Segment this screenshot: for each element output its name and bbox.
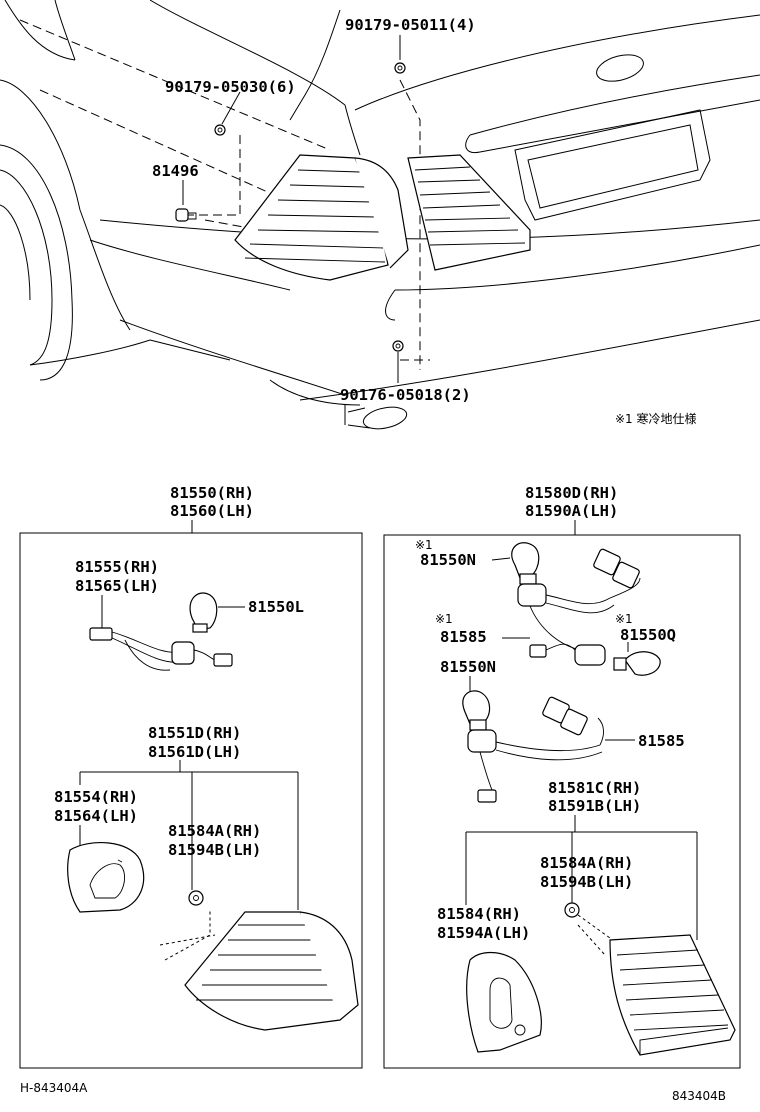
label-rgasket-lh: 81594A(LH) — [437, 924, 530, 942]
label-lens-lh: 81561D(LH) — [148, 743, 241, 761]
socket-wire-right-top — [517, 548, 641, 666]
dash-right-lens — [577, 914, 611, 956]
socket-wire-left — [89, 627, 233, 671]
label-wire1: 81585 — [440, 628, 487, 646]
tail-lamp-trunk — [407, 154, 531, 271]
tail-lens-left — [184, 911, 359, 1031]
label-right-assy-rh: 81580D(RH) — [525, 484, 618, 502]
mark-1a: ※1 — [415, 538, 433, 552]
tail-lamp-body-left — [234, 154, 409, 281]
bulb-81550n-bottom — [462, 690, 491, 731]
label-p3: 81496 — [152, 162, 199, 180]
label-rlens-rh: 81581C(RH) — [548, 779, 641, 797]
bulb-81550n-top — [511, 542, 540, 585]
tail-lens-right — [609, 934, 736, 1056]
label-right-assy-lh: 81590A(LH) — [525, 502, 618, 520]
label-gasket-rh: 81554(RH) — [54, 788, 138, 806]
label-lens-rh: 81551D(RH) — [148, 724, 241, 742]
leader-p2 — [221, 91, 241, 125]
nut-right — [564, 902, 580, 918]
dash-left-lens — [159, 910, 216, 961]
diagram-code-right: 843404B — [672, 1089, 726, 1103]
mark-1c: ※1 — [615, 612, 633, 626]
note-cold-area: ※1 寒冷地仕様 — [615, 411, 697, 426]
mark-1b: ※1 — [435, 612, 453, 626]
bulb-81550l — [189, 592, 218, 633]
left-assembly-box — [19, 532, 363, 1069]
label-rgasket-rh: 81584(RH) — [437, 905, 521, 923]
label-gasket-lh: 81564(LH) — [54, 807, 138, 825]
label-p2: 90179-05030(6) — [165, 78, 296, 96]
fastener-nut-3 — [392, 340, 404, 352]
leader-bulb-n1 — [491, 557, 511, 561]
socket-wire-right-bottom — [467, 696, 604, 803]
diagram-code-left: H-843404A — [20, 1081, 88, 1095]
right-assembly-box — [383, 534, 741, 1069]
label-wire2: 81585 — [638, 732, 685, 750]
car-body-outline — [0, 0, 760, 430]
bulb-81550q — [613, 651, 661, 676]
label-socket-rh: 81555(RH) — [75, 558, 159, 576]
gasket-right — [466, 951, 542, 1053]
label-p4: 90176-05018(2) — [340, 386, 471, 404]
gasket-left — [67, 841, 145, 913]
clip-81496 — [175, 208, 197, 222]
leader-rlens-bracket — [465, 815, 698, 940]
label-bulb-q: 81550Q — [620, 626, 676, 644]
label-p1: 90179-05011(4) — [345, 16, 476, 34]
label-rnut-lh: 81594B(LH) — [540, 873, 633, 891]
label-rlens-lh: 81591B(LH) — [548, 797, 641, 815]
label-nut-lh: 81594B(LH) — [168, 841, 261, 859]
fastener-nut-2 — [214, 124, 226, 136]
nut-left — [188, 890, 204, 906]
label-bulb-l: 81550L — [248, 598, 304, 616]
fastener-nut-1 — [394, 62, 406, 74]
label-nut-rh: 81584A(RH) — [168, 822, 261, 840]
label-left-assy-rh: 81550(RH) — [170, 484, 254, 502]
label-rnut-rh: 81584A(RH) — [540, 854, 633, 872]
label-bulb-n2: 81550N — [440, 658, 496, 676]
label-left-assy-lh: 81560(LH) — [170, 502, 254, 520]
leader-lens-bracket — [79, 760, 299, 910]
label-socket-lh: 81565(LH) — [75, 577, 159, 595]
label-bulb-n1: 81550N — [420, 551, 476, 569]
